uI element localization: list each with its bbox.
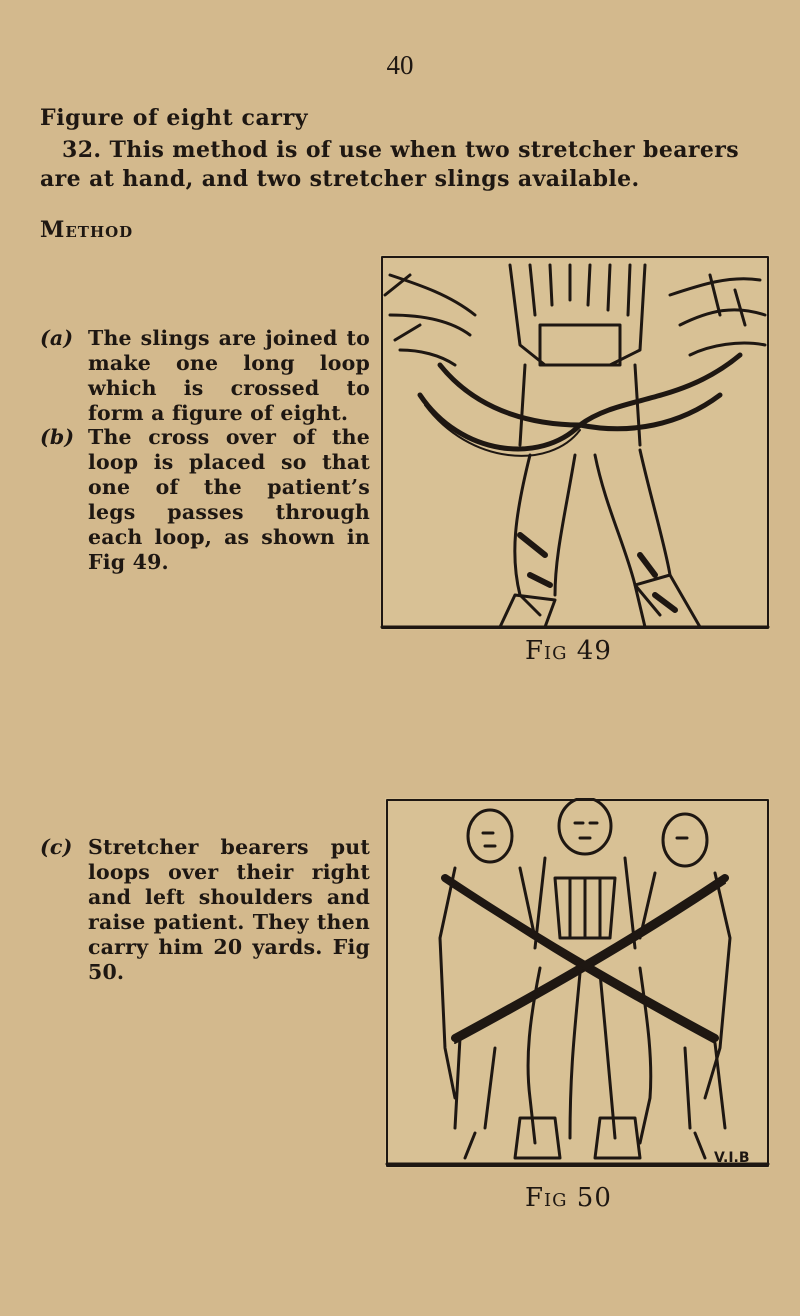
figure-49-illustration	[380, 256, 770, 629]
step-text: Stretcher bearers put loops over their r…	[88, 835, 370, 984]
step-letter: (a)	[40, 326, 74, 350]
step-b: (b) The cross over of the loop is placed…	[40, 425, 370, 575]
figure-50-caption: Fig 50	[525, 1183, 612, 1213]
figure-50	[385, 796, 770, 1168]
step-text: The slings are joined to make one long l…	[88, 326, 370, 425]
method-heading: Method	[40, 217, 134, 243]
step-text: The cross over of the loop is placed so …	[88, 425, 370, 574]
figure-50-illustration	[385, 796, 770, 1167]
intro-paragraph: 32. This method is of use when two stret…	[40, 137, 740, 192]
step-c: (c) Stretcher bearers put loops over the…	[40, 835, 370, 985]
step-letter: (b)	[40, 425, 75, 449]
figure-49-caption: Fig 49	[525, 636, 612, 666]
figure-49	[380, 255, 770, 630]
section-title: Figure of eight carry	[40, 105, 309, 131]
page-number: 40	[386, 50, 414, 80]
step-a: (a) The slings are joined to make one lo…	[40, 326, 370, 426]
illustrator-signature: V.I.B	[714, 1150, 750, 1166]
step-letter: (c)	[40, 835, 73, 859]
